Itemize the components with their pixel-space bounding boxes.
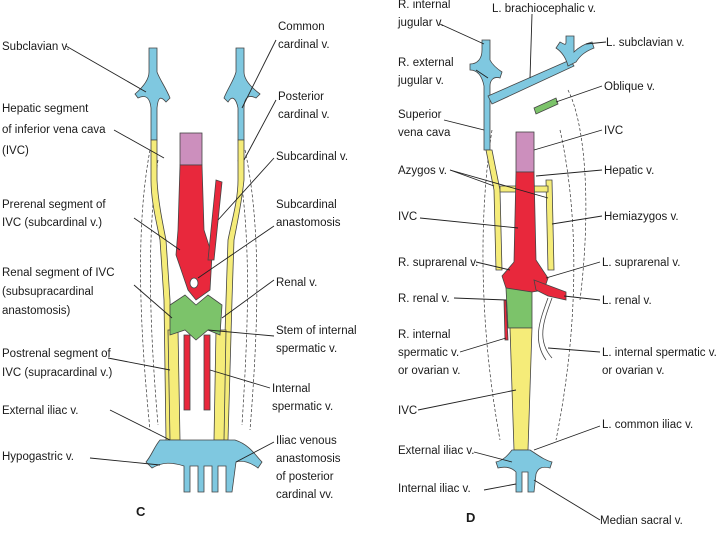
panel-c-drawing	[134, 47, 263, 493]
c-supracardinal-loop	[167, 329, 181, 441]
label-r-external-jugular: R. external	[398, 57, 454, 69]
panel-d-leaders	[417, 13, 607, 521]
label-median-sacral: Median sacral v.	[600, 515, 683, 527]
label-iliac-anastomosis-4: cardinal vv.	[276, 489, 333, 501]
label-r-internal-spermatic: R. internal	[398, 329, 450, 341]
label-l-internal-spermatic: L. internal spermatic v.	[602, 347, 717, 359]
panel-c-labels: Subclavian v. Hepatic segment of inferio…	[2, 21, 357, 519]
label-superior-vena-cava: Superior	[398, 109, 442, 121]
c-right-supracardinal	[213, 329, 227, 441]
label-l-brachiocephalic: L. brachiocephalic v.	[492, 3, 596, 15]
d-left-brachiocephalic-vein	[487, 59, 575, 105]
label-subcardinal: Subcardinal v.	[276, 151, 348, 163]
label-r-internal-spermatic-2: spermatic v.	[398, 347, 459, 359]
label-postrenal: Postrenal segment of	[2, 348, 111, 360]
label-l-renal: L. renal v.	[602, 295, 652, 307]
c-iliac-venous-anastomosis	[145, 439, 263, 493]
label-r-internal-jugular: R. internal	[398, 0, 450, 11]
c-left-subclavian-vein	[134, 47, 171, 141]
c-right-subcardinal-vein	[207, 179, 223, 261]
label-external-iliac-d: External iliac v.	[398, 445, 474, 457]
label-common-cardinal-2: cardinal v.	[278, 39, 330, 51]
label-renal-v: Renal v.	[276, 277, 317, 289]
d-left-internal-spermatic-vein-2	[542, 297, 553, 359]
label-azygos: Azygos v.	[398, 165, 447, 177]
label-internal-spermatic-2: spermatic v.	[272, 401, 333, 413]
d-renal-segment	[505, 287, 533, 329]
label-oblique: Oblique v.	[604, 81, 655, 93]
c-internal-spermatic-right	[203, 334, 211, 411]
c-prerenal-ivc	[175, 164, 213, 301]
label-prerenal-2: IVC (subcardinal v.)	[2, 217, 102, 229]
label-posterior-cardinal: Posterior	[278, 91, 324, 103]
label-l-internal-spermatic-2: or ovarian v.	[602, 365, 664, 377]
panel-d-letter: D	[466, 510, 475, 525]
d-left-internal-spermatic-vein	[538, 297, 549, 361]
c-subcardinal-anastomosis-hole	[189, 277, 199, 289]
label-r-suprarenal: R. suprarenal v.	[398, 257, 478, 269]
c-renal-segment	[169, 294, 223, 341]
label-ivc-top: IVC	[604, 125, 623, 137]
label-renal-segment-2: (subsupracardinal	[2, 286, 93, 298]
d-ivc-hepatic-segment	[515, 131, 535, 173]
label-postrenal-2: IVC (supracardinal v.)	[2, 367, 113, 379]
d-ivc-postrenal-segment	[509, 327, 533, 451]
label-iliac-anastomosis-2: anastomosis	[276, 453, 341, 465]
label-stem-internal-spermatic-2: spermatic v.	[276, 343, 337, 355]
c-internal-spermatic-left	[183, 334, 191, 411]
d-azygos-vein	[485, 149, 503, 271]
label-subcardinal-anastomosis: Subcardinal	[276, 199, 337, 211]
label-r-internal-jugular-2: jugular v.	[397, 17, 444, 29]
label-stem-internal-spermatic: Stem of internal	[276, 325, 357, 337]
panel-d-labels: R. internal jugular v. L. brachiocephali…	[397, 0, 717, 527]
panel-d-drawing	[469, 35, 595, 493]
label-r-renal: R. renal v.	[398, 293, 450, 305]
label-subcardinal-anastomosis-2: anastomosis	[276, 217, 341, 229]
c-right-posterior-cardinal-vein	[221, 139, 245, 441]
label-hypogastric: Hypogastric v.	[2, 451, 74, 463]
d-hemiazygos-vein	[545, 179, 555, 271]
label-external-iliac: External iliac v.	[2, 405, 78, 417]
label-hepatic-segment-2: of inferior vena cava	[2, 124, 106, 136]
c-right-subclavian-vein	[223, 47, 261, 141]
d-left-renal-vein	[533, 279, 567, 301]
label-prerenal: Prerenal segment of	[2, 199, 106, 211]
d-iliac-veins	[495, 449, 553, 493]
label-common-cardinal: Common	[278, 21, 325, 33]
label-iliac-anastomosis: Iliac venous	[276, 435, 337, 447]
c-hepatic-segment	[179, 132, 203, 166]
label-r-internal-spermatic-3: or ovarian v.	[398, 365, 460, 377]
label-internal-iliac: Internal iliac v.	[398, 483, 471, 495]
label-subclavian: Subclavian v.	[2, 41, 70, 53]
d-left-subclavian-vein	[555, 35, 595, 67]
panel-c-leaders	[65, 39, 277, 466]
panel-c-letter: C	[136, 504, 146, 519]
label-l-subclavian: L. subclavian v.	[606, 37, 684, 49]
label-hepatic-v: Hepatic v.	[604, 165, 654, 177]
label-l-common-iliac: L. common iliac v.	[602, 419, 693, 431]
label-renal-segment: Renal segment of IVC	[2, 267, 115, 279]
label-renal-segment-3: anastomosis)	[2, 305, 71, 317]
label-r-external-jugular-2: jugular v.	[397, 75, 444, 87]
label-posterior-cardinal-2: cardinal v.	[278, 109, 330, 121]
label-hepatic-segment: Hepatic segment	[2, 103, 89, 115]
label-internal-spermatic: Internal	[272, 383, 310, 395]
label-ivc-mid: IVC	[398, 211, 417, 223]
label-l-suprarenal: L. suprarenal v.	[602, 257, 680, 269]
label-ivc-low: IVC	[398, 405, 417, 417]
d-oblique-vein	[533, 97, 559, 115]
label-superior-vena-cava-2: vena cava	[398, 127, 451, 139]
label-hemiazygos: Hemiazygos v.	[604, 211, 679, 223]
label-hepatic-segment-3: (IVC)	[2, 145, 29, 157]
label-iliac-anastomosis-3: of posterior	[276, 471, 334, 483]
